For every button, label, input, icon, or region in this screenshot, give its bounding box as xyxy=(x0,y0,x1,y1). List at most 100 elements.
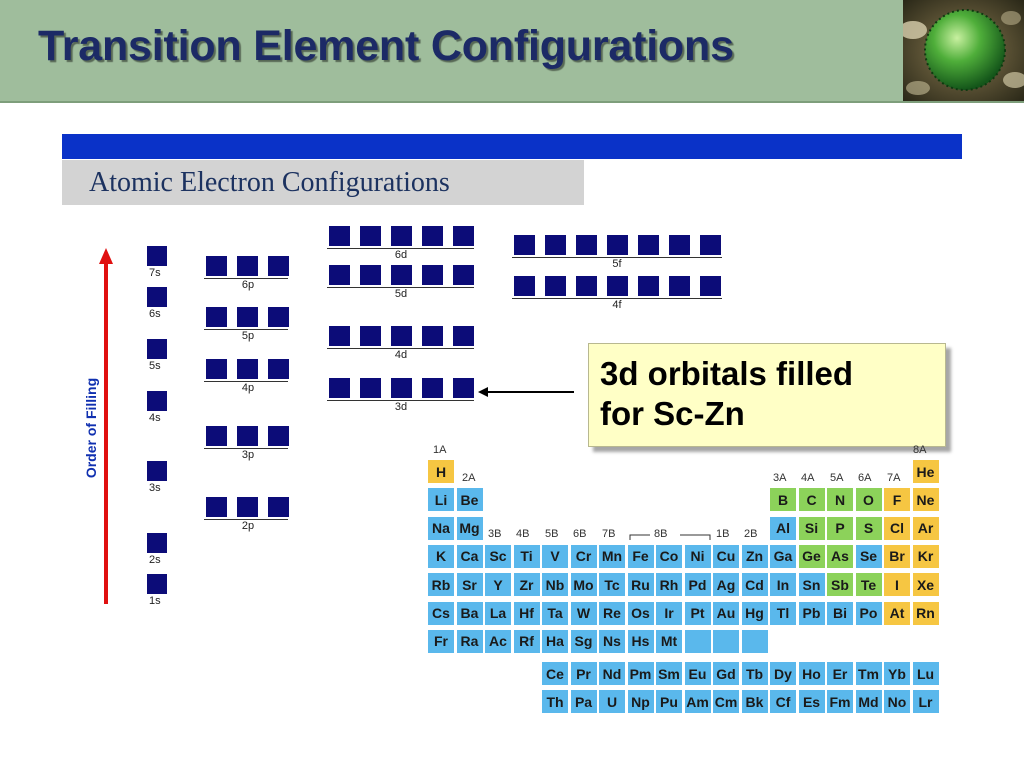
orbital-box-6s xyxy=(147,287,167,307)
element-Rh: Rh xyxy=(656,573,682,597)
element-Eu: Eu xyxy=(684,662,711,685)
element-Tm: Tm xyxy=(855,662,882,685)
subshell-label-5p: 5p xyxy=(241,330,255,342)
orbital-box-5p xyxy=(206,307,227,327)
element-Es: Es xyxy=(798,690,825,713)
orbital-box-4f xyxy=(545,276,566,296)
element-Sm: Sm xyxy=(656,662,682,685)
element-Bk: Bk xyxy=(741,690,768,713)
element-Sb: Sb xyxy=(827,573,853,597)
subshell-line-2p xyxy=(204,519,288,520)
orbital-box-5f xyxy=(638,235,659,255)
subshell-line-4p xyxy=(204,381,288,382)
element-Y: Y xyxy=(485,573,511,597)
element-Ga: Ga xyxy=(770,544,796,568)
pointer-arrow xyxy=(478,387,574,397)
element-H: H xyxy=(428,460,454,483)
element-Mn: Mn xyxy=(599,544,625,568)
element-Er: Er xyxy=(827,662,853,685)
element-Co: Co xyxy=(656,544,682,568)
element-U: U xyxy=(599,690,625,713)
orbital-box-4p xyxy=(206,359,227,379)
orbital-box-7s xyxy=(147,246,167,266)
group-label-1B: 1B xyxy=(716,528,730,540)
element-Tc: Tc xyxy=(599,573,625,597)
subshell-line-3p xyxy=(204,448,288,449)
element-Pb: Pb xyxy=(798,601,825,625)
element-Ha: Ha xyxy=(542,629,568,653)
orbital-box-5f xyxy=(576,235,597,255)
orbital-box-4f xyxy=(514,276,535,296)
element-Cf: Cf xyxy=(770,690,796,713)
element-Al: Al xyxy=(770,516,796,540)
element-Ni: Ni xyxy=(684,544,711,568)
element-Ag: Ag xyxy=(713,573,739,597)
orbital-box-2s xyxy=(147,533,167,553)
header-divider xyxy=(0,101,1024,103)
element-Sr: Sr xyxy=(456,573,483,597)
element-Na: Na xyxy=(428,516,454,540)
element-Fe: Fe xyxy=(627,544,654,568)
orbital-box-4f xyxy=(700,276,721,296)
subshell-label-4p: 4p xyxy=(241,382,255,394)
element-O: O xyxy=(855,488,882,512)
group-label-7A: 7A xyxy=(887,472,901,484)
element-Cu: Cu xyxy=(713,544,739,568)
element-Tb: Tb xyxy=(741,662,768,685)
group-label-3B: 3B xyxy=(488,528,502,540)
element-He: He xyxy=(912,460,939,483)
group-label-2B: 2B xyxy=(744,528,758,540)
group-label-2A: 2A xyxy=(462,472,476,484)
orbital-box-6d xyxy=(453,226,474,246)
element-Sg: Sg xyxy=(570,629,597,653)
subshell-label-6d: 6d xyxy=(394,249,408,261)
subshell-label-7s: 7s xyxy=(149,267,161,279)
element-Te: Te xyxy=(855,573,882,597)
orbital-box-4d xyxy=(453,326,474,346)
callout-box: 3d orbitals filled for Sc-Zn xyxy=(588,343,946,447)
element-K: K xyxy=(428,544,454,568)
diagram-title: Atomic Electron Configurations xyxy=(89,167,450,198)
subshell-label-2p: 2p xyxy=(241,520,255,532)
orbital-box-3d xyxy=(329,378,350,398)
group-label-8B: 8B xyxy=(654,528,668,540)
subshell-label-3s: 3s xyxy=(149,482,161,494)
element-Pr: Pr xyxy=(570,662,597,685)
orbital-box-6d xyxy=(329,226,350,246)
element-C: C xyxy=(798,488,825,512)
element-V: V xyxy=(542,544,568,568)
element-Au: Au xyxy=(713,601,739,625)
subshell-label-6s: 6s xyxy=(149,308,161,320)
element-Rf: Rf xyxy=(513,629,540,653)
subshell-label-4d: 4d xyxy=(394,349,408,361)
group-label-6A: 6A xyxy=(858,472,872,484)
element-Fm: Fm xyxy=(827,690,853,713)
element-Pu: Pu xyxy=(656,690,682,713)
element-At: At xyxy=(884,601,910,625)
element-Re: Re xyxy=(599,601,625,625)
group-label-1A: 1A xyxy=(433,444,447,456)
orbital-box-4d xyxy=(391,326,412,346)
orbital-box-6d xyxy=(391,226,412,246)
orbital-box-4s xyxy=(147,391,167,411)
orbital-box-5p xyxy=(237,307,258,327)
orbital-box-4d xyxy=(329,326,350,346)
slide-header xyxy=(0,0,1024,101)
element-W: W xyxy=(570,601,597,625)
group-label-8A: 8A xyxy=(913,444,927,456)
order-of-filling-arrow xyxy=(99,248,113,604)
group-label-4A: 4A xyxy=(801,472,815,484)
diagram-title-strip xyxy=(62,160,584,205)
orbital-box-5f xyxy=(514,235,535,255)
subshell-line-4f xyxy=(512,298,722,299)
orbital-box-3p xyxy=(268,426,289,446)
orbital-box-5d xyxy=(360,265,381,285)
element-Sn: Sn xyxy=(798,573,825,597)
orbital-box-6p xyxy=(237,256,258,276)
slide-title: Transition Element Configurations xyxy=(38,22,734,70)
group-label-5A: 5A xyxy=(830,472,844,484)
orbital-box-5f xyxy=(669,235,690,255)
group-label-7B: 7B xyxy=(602,528,616,540)
orbital-box-6d xyxy=(360,226,381,246)
group-label-4B: 4B xyxy=(516,528,530,540)
